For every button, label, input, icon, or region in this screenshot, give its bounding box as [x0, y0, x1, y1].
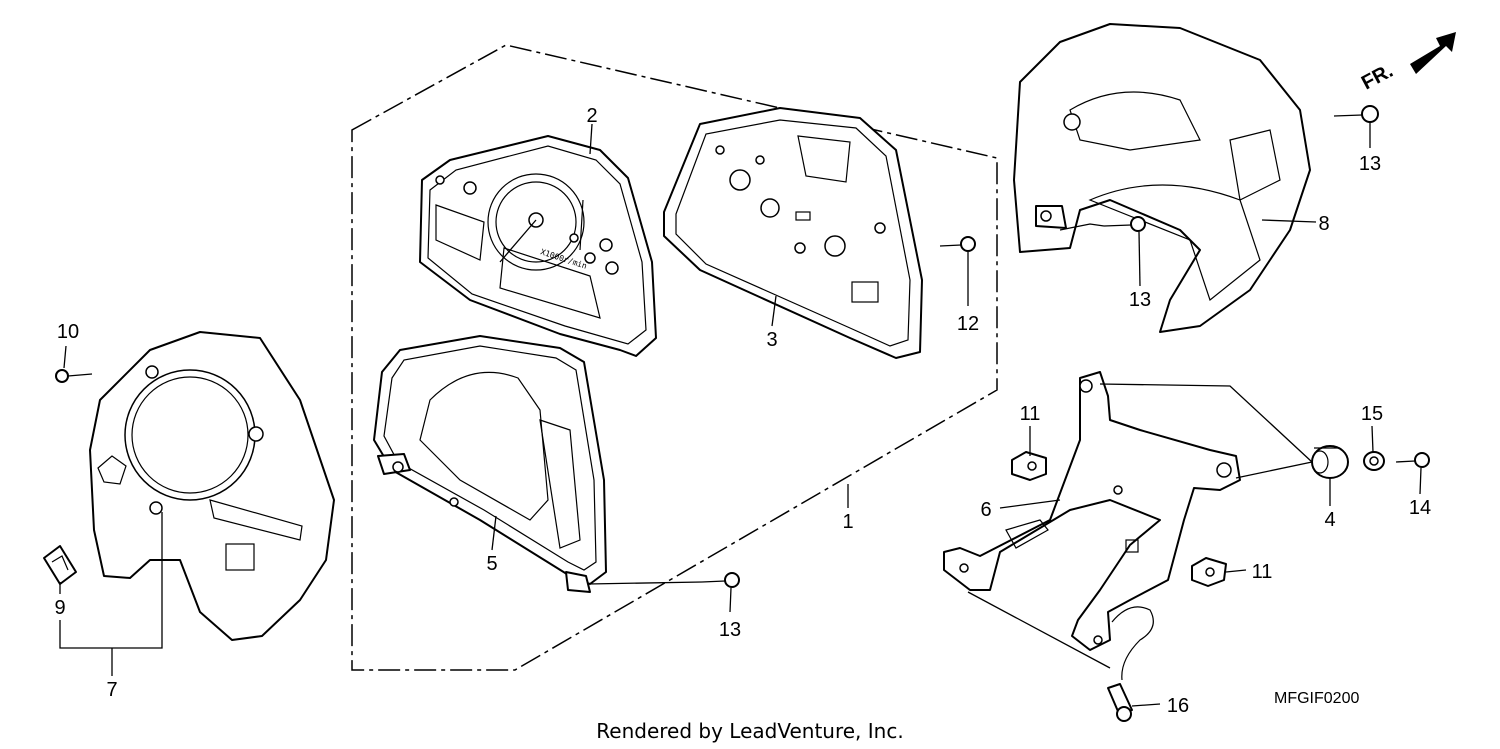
callout-13-bottom: 13	[719, 619, 741, 641]
meter-panel-part[interactable]	[89, 331, 335, 641]
callout-15: 15	[1361, 403, 1383, 425]
callout-11-upper: 11	[1020, 403, 1041, 425]
front-direction-arrow-icon: FR.	[1358, 32, 1456, 94]
screw-part[interactable]	[55, 369, 93, 383]
screw-part-13-bottom[interactable]	[701, 572, 740, 588]
assembly-boundary	[351, 44, 998, 671]
diagram-code: MFGIF0200	[1274, 690, 1359, 707]
screw-part-13-mid[interactable]	[1103, 216, 1146, 232]
leader-lines	[59, 122, 1422, 707]
screw-part-12[interactable]	[939, 236, 976, 252]
screw-part-14[interactable]	[1395, 452, 1430, 468]
callout-13-top: 13	[1359, 153, 1381, 175]
wire-clip-lower[interactable]	[1191, 557, 1227, 587]
callout-12: 12	[957, 313, 979, 335]
callout-10: 10	[57, 321, 79, 343]
meter-case-part[interactable]	[663, 107, 923, 359]
callout-11-lower: 11	[1252, 561, 1273, 583]
wire-clip-upper[interactable]	[1011, 451, 1047, 481]
callout-3: 3	[766, 329, 777, 351]
callout-7: 7	[106, 679, 117, 701]
callout-14: 14	[1409, 497, 1431, 519]
callout-1: 1	[842, 511, 853, 533]
callout-9: 9	[54, 597, 65, 619]
callout-16: 16	[1167, 695, 1189, 717]
washer-part[interactable]	[1363, 451, 1385, 471]
callout-5: 5	[486, 553, 497, 575]
meter-face-part[interactable]: X1000r/min	[419, 135, 657, 357]
meter-lens-part[interactable]	[373, 335, 607, 593]
cowl-cover-part[interactable]	[1013, 23, 1311, 333]
grommet-part[interactable]	[1311, 445, 1349, 479]
front-direction-label: FR.	[1358, 60, 1397, 95]
meter-stay-part[interactable]	[943, 371, 1241, 681]
screw-part-13-top[interactable]	[1333, 105, 1379, 123]
clip-part[interactable]	[43, 545, 77, 585]
callout-2: 2	[586, 105, 597, 127]
bolt-part-16[interactable]	[1107, 683, 1133, 722]
callout-6: 6	[980, 499, 991, 521]
callout-8: 8	[1318, 213, 1329, 235]
callout-4: 4	[1324, 509, 1335, 531]
callout-13-mid: 13	[1129, 289, 1151, 311]
render-credit: Rendered by LeadVenture, Inc.	[596, 719, 903, 743]
